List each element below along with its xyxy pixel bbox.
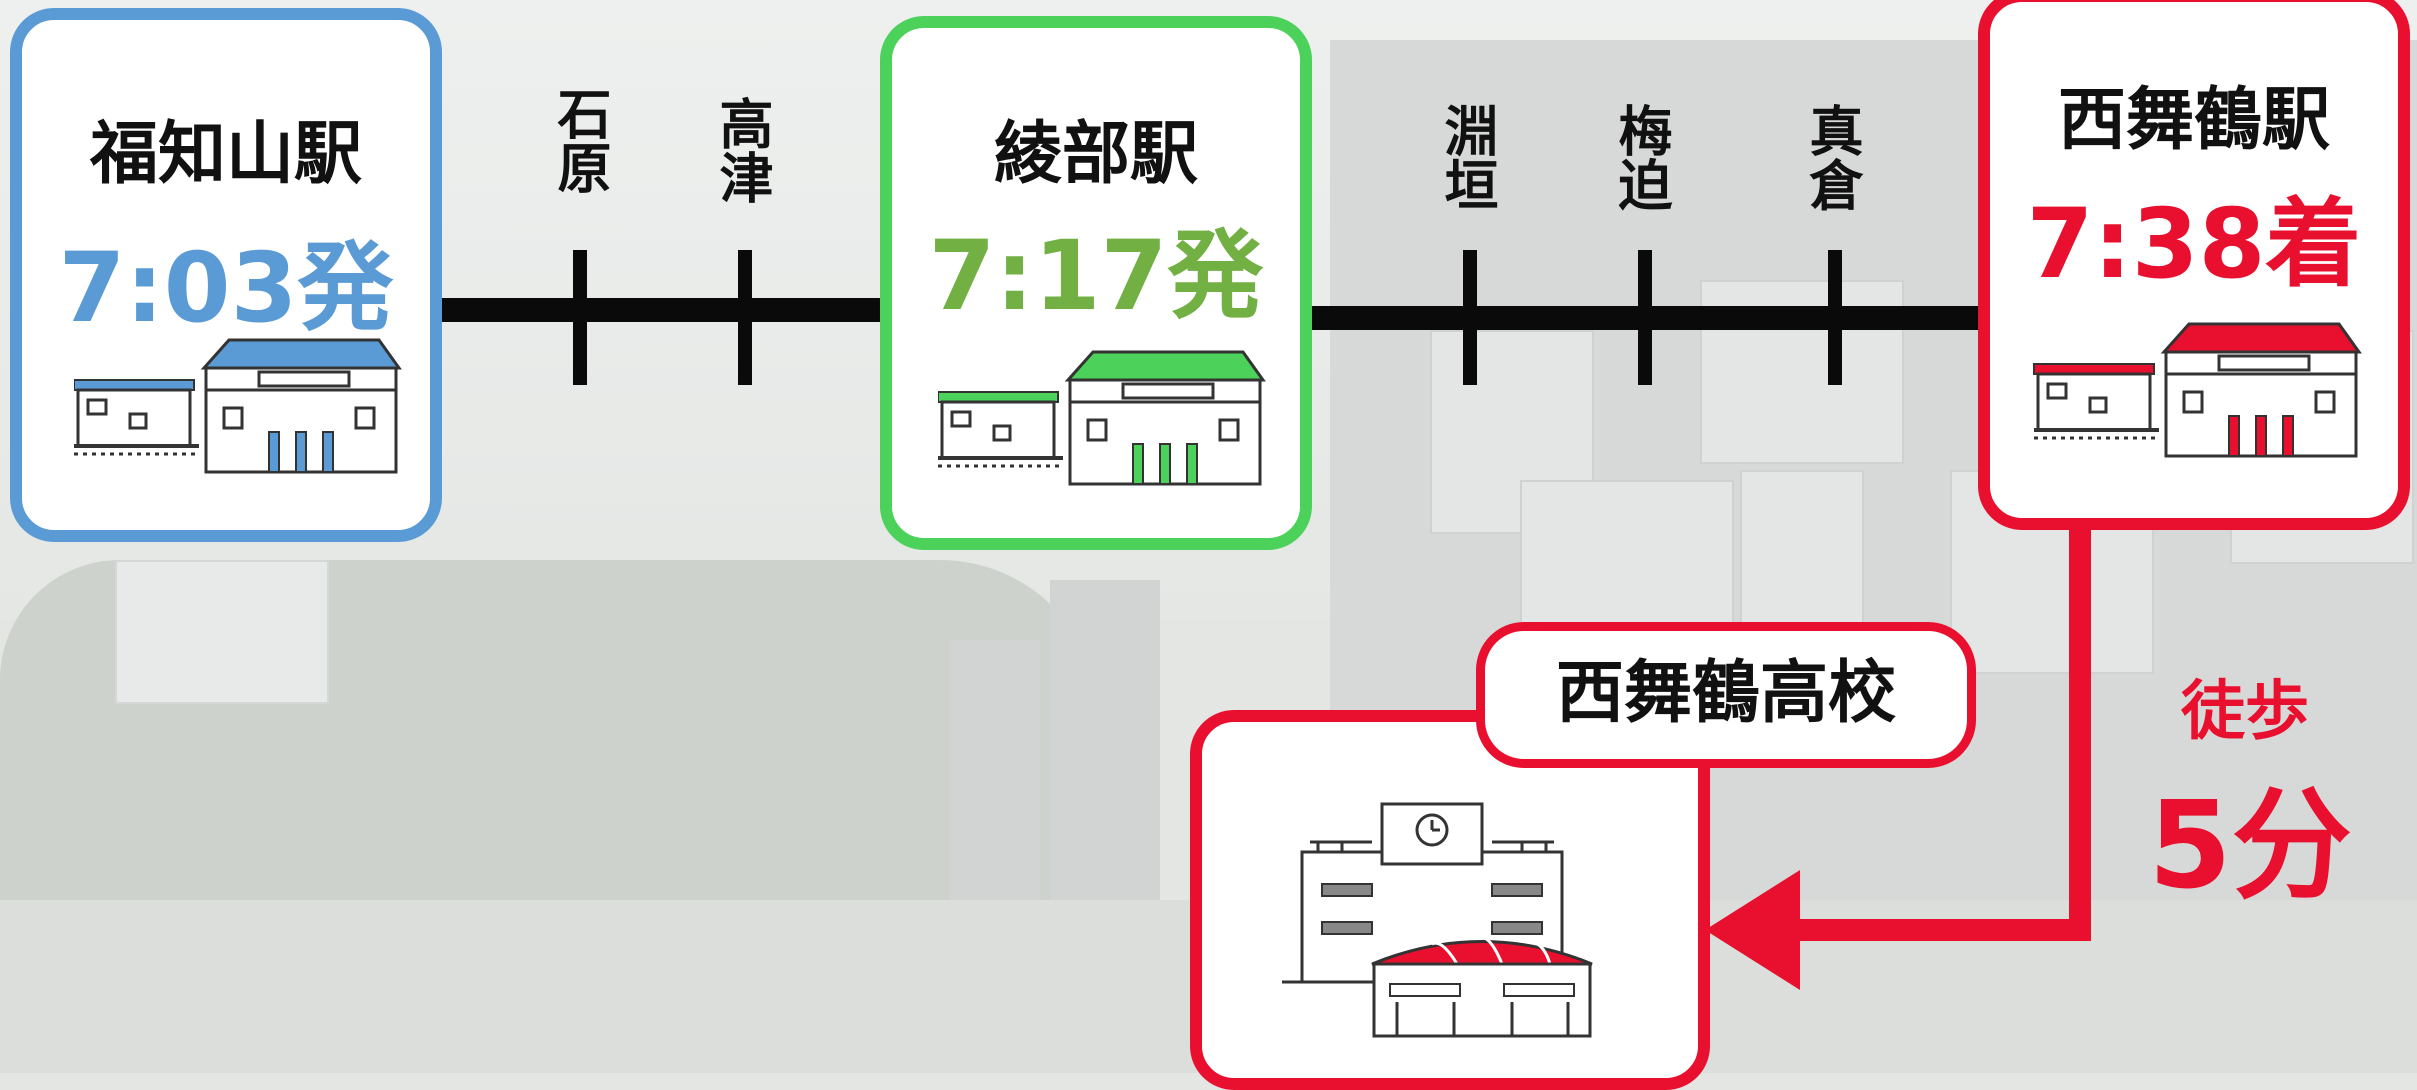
station-card-fukuchiyama: 福知山駅 7:03発: [10, 8, 442, 542]
station-label-makura: 真倉: [1800, 103, 1863, 211]
departure-time: 7:03発: [58, 232, 394, 344]
station-label-takatsu: 高津: [710, 96, 773, 204]
station-name: 福知山駅: [89, 115, 362, 194]
school-card: [1190, 710, 1710, 1090]
station-label-fuchigaki: 淵垣: [1435, 103, 1498, 211]
station-building-icon: [2033, 322, 2362, 458]
arrival-time: 7:38着: [2026, 188, 2362, 300]
school-name: 西舞鶴高校: [1476, 622, 1976, 768]
background-sign: [115, 560, 329, 704]
station-label-ishiwara: 石原: [548, 86, 611, 194]
station-name: 綾部駅: [993, 115, 1198, 194]
station-label-umesako: 梅迫: [1609, 103, 1672, 211]
station-building-icon: [938, 350, 1266, 486]
station-building-icon: [74, 338, 402, 474]
arrow-icon: [1705, 870, 1800, 990]
departure-time: 7:17発: [928, 220, 1264, 332]
station-card-nishimaizuru: 西舞鶴駅 7:38着: [1978, 0, 2410, 530]
walk-duration: 5分: [2148, 777, 2352, 916]
walk-path: [1760, 520, 2091, 941]
station-card-ayabe: 綾部駅 7:17発: [880, 16, 1312, 550]
school-building-icon: [1282, 802, 1593, 1038]
walk-label: 徒歩: [2181, 675, 2309, 749]
station-name: 西舞鶴駅: [2057, 81, 2330, 160]
